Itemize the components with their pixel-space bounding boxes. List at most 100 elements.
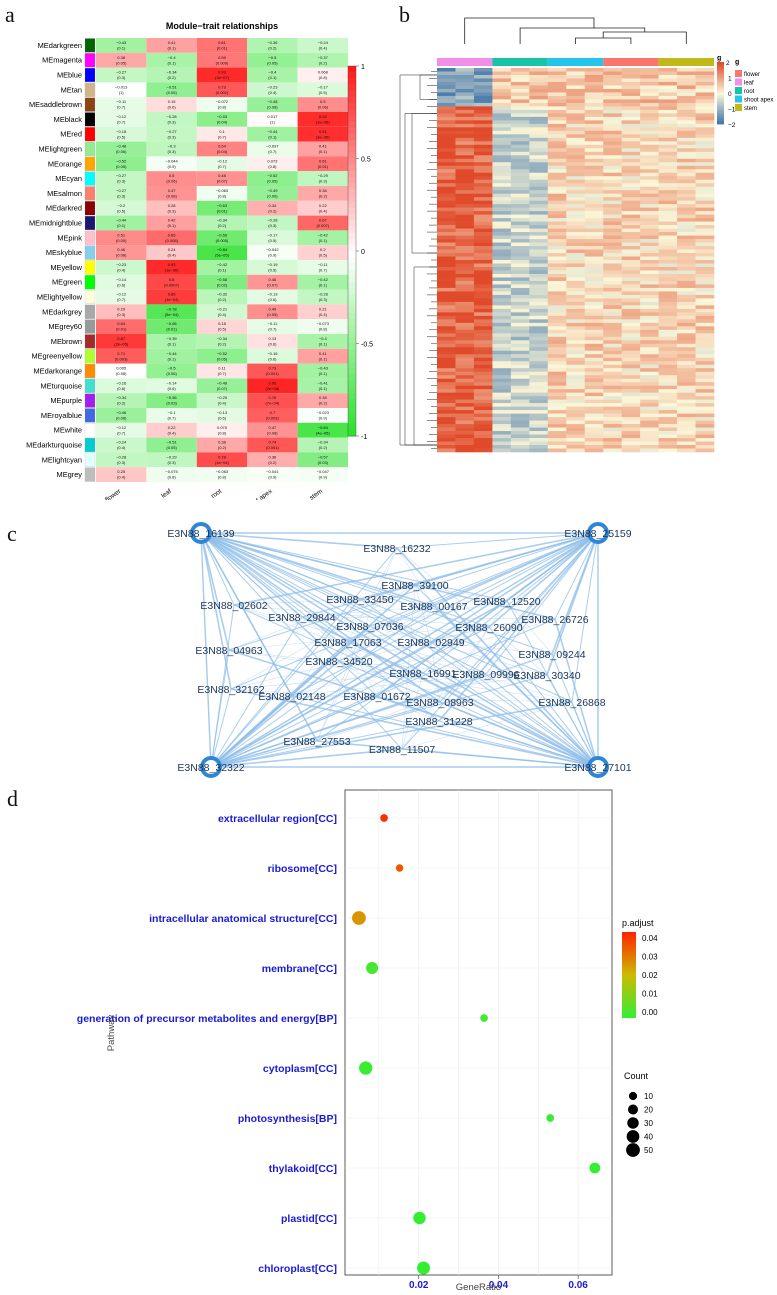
expression-cell [640,312,659,317]
colorbar-step [348,195,356,203]
expression-cell [455,78,475,83]
expression-cell [473,225,493,229]
expression-cell [695,260,715,264]
expression-cell [566,333,586,338]
correlation-value: 0.41 [168,40,177,45]
expression-cell [640,165,659,170]
expression-cell [603,420,622,425]
correlation-value: −0.48 [217,380,228,385]
correlation-value: −0.044 [165,158,178,163]
network-edge [438,532,599,722]
expression-cell [492,448,512,453]
expression-cell [492,389,512,393]
expression-cell [584,315,604,320]
expression-cell [566,301,586,306]
heatmap-cell [96,408,147,423]
group-legend-key [735,78,742,86]
expression-cell [695,347,715,352]
expression-colorbar-step [717,82,724,85]
expression-cell [566,399,586,404]
expression-cell [510,179,530,184]
expression-cell [529,273,549,278]
pathway-label: chloroplast[CC] [258,1263,337,1275]
expression-cell [584,74,604,79]
expression-cell [658,343,678,348]
expression-cell [529,312,549,317]
expression-cell [603,176,622,181]
expression-cell [566,239,586,243]
expression-cell [566,88,586,93]
network-edge [396,532,599,549]
expression-cell [566,392,586,397]
expression-cell [547,169,567,174]
correlation-value: −0.21 [217,306,228,311]
heatmap-cell [196,171,248,186]
expression-cell [492,427,512,432]
expression-cell [658,333,678,338]
network-edge [485,673,599,768]
expression-cell [529,176,549,181]
p-value: (0.05) [217,356,228,361]
node-label: E3N88_12520 [473,596,540,608]
expression-cell [584,207,604,212]
expression-cell [529,403,549,407]
expression-cell [603,371,622,376]
network-edge [228,649,573,703]
expression-cell [658,270,678,275]
expression-cell [566,200,586,205]
expression-cell [584,445,604,449]
padj-tick-label: 0.03 [642,953,658,962]
expression-cell [640,315,659,320]
expression-cell [695,78,715,83]
expression-cell [677,155,696,160]
expression-cell [695,441,715,446]
p-value: (0.1) [319,371,328,376]
expression-cell [566,350,586,355]
node-label: E3N88_34520 [305,656,372,668]
expression-cell [510,99,530,104]
expression-cell [640,218,659,222]
expression-cell [695,385,715,390]
expression-cell [584,368,604,373]
expression-cell [640,204,659,208]
expression-cell [437,347,456,352]
expression-cell [621,197,641,201]
expression-cell [695,361,715,366]
expression-cell [547,253,567,257]
correlation-value: 0.22 [319,203,328,208]
expression-cell [695,232,715,236]
heatmap-cell [146,467,197,482]
expression-cell [547,287,567,292]
hub-node [587,756,609,778]
expression-cell [437,410,456,414]
expression-cell [658,92,678,97]
expression-cell [437,301,456,306]
expression-cell [473,120,493,125]
expression-cell [677,448,696,453]
expression-cell [695,165,715,170]
expression-cell [547,364,567,369]
expression-cell [677,144,696,149]
expression-cell [677,322,696,327]
expression-cell [658,263,678,268]
colorbar-step [348,281,356,289]
expression-cell [584,266,604,271]
count-legend-label: 10 [644,1092,653,1101]
expression-cell [492,190,512,194]
expression-cell [695,294,715,299]
group-legend-label: leaf [744,81,754,87]
correlation-value: 0.87 [117,336,126,341]
expression-cell [455,294,475,299]
expression-cell [621,368,641,373]
expression-cell [547,263,567,268]
expression-cell [640,172,659,177]
network-edge [230,626,490,690]
expression-cell [621,158,641,163]
expression-cell [695,424,715,428]
expression-cell [603,109,622,114]
expression-cell [473,445,493,449]
correlation-value: 0.13 [269,336,278,341]
network-edge [347,641,378,697]
expression-cell [455,169,475,174]
expression-cell [640,127,659,132]
